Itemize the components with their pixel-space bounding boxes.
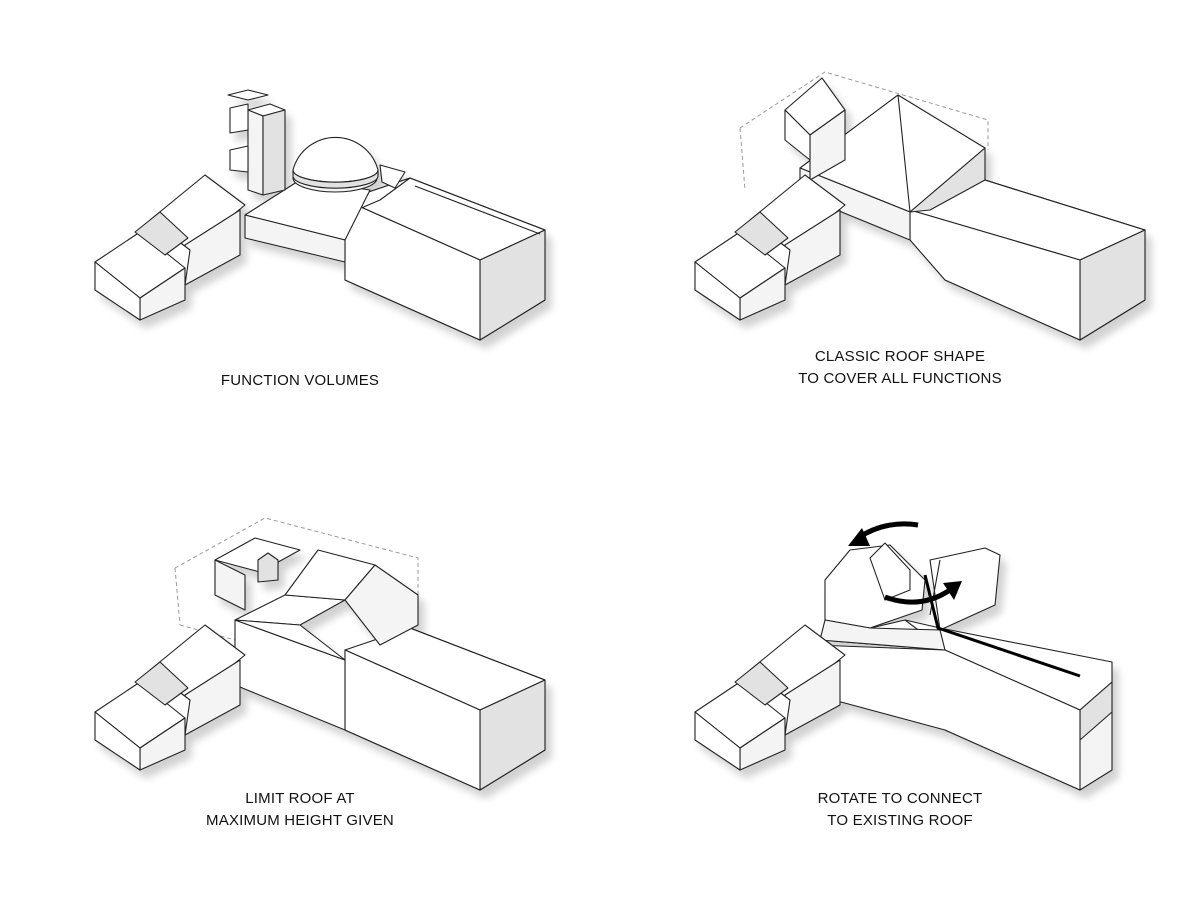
long-gable-building <box>344 177 546 341</box>
front-gable-house <box>94 661 189 771</box>
function-volumes-drawing <box>94 89 546 341</box>
caption-function-volumes: FUNCTION VOLUMES <box>0 370 600 392</box>
bounding-box-dashed <box>739 71 989 191</box>
front-gable-house <box>94 211 189 321</box>
limit-roof-drawing <box>94 517 546 791</box>
caption-line: FUNCTION VOLUMES <box>220 372 380 389</box>
flat-top-roof-block <box>234 549 419 731</box>
caption-line: MAXIMUM HEIGHT GIVEN <box>206 812 394 829</box>
caption-line: CLASSIC ROOF SHAPE <box>814 348 986 365</box>
caption-line: LIMIT ROOF AT <box>245 790 355 807</box>
panel-rotate-connect: ROTATE TO CONNECT TO EXISTING ROOF <box>600 450 1200 900</box>
caption-line: ROTATE TO CONNECT <box>817 790 983 807</box>
tower-stub <box>214 537 301 611</box>
ridge-highlight-line <box>923 574 1081 678</box>
front-gable-house <box>694 211 789 321</box>
caption-line: TO COVER ALL FUNCTIONS <box>798 370 1002 387</box>
tower-volume <box>227 89 286 196</box>
panel-limit-roof: LIMIT ROOF AT MAXIMUM HEIGHT GIVEN <box>0 450 600 900</box>
caption-classic-roof: CLASSIC ROOF SHAPE TO COVER ALL FUNCTION… <box>600 346 1200 390</box>
classic-roof-drawing <box>694 71 1146 341</box>
rotation-arrow-upper <box>848 521 919 546</box>
long-gable-building <box>909 179 1146 341</box>
tower-with-peak <box>784 77 846 181</box>
panel-classic-roof: CLASSIC ROOF SHAPE TO COVER ALL FUNCTION… <box>600 0 1200 450</box>
caption-line: TO EXISTING ROOF <box>827 812 973 829</box>
caption-rotate-connect: ROTATE TO CONNECT TO EXISTING ROOF <box>600 788 1200 832</box>
long-gable-building <box>344 627 546 791</box>
rotate-connect-drawing <box>694 521 1113 791</box>
dome-volume <box>292 136 406 193</box>
panel-function-volumes: FUNCTION VOLUMES <box>0 0 600 450</box>
caption-limit-roof: LIMIT ROOF AT MAXIMUM HEIGHT GIVEN <box>0 788 600 832</box>
front-gable-house <box>694 661 789 771</box>
rotation-arrow-lower <box>884 581 962 605</box>
central-slab <box>244 179 371 263</box>
long-gable-building <box>814 619 1113 791</box>
rotated-roof-block <box>819 542 1001 651</box>
